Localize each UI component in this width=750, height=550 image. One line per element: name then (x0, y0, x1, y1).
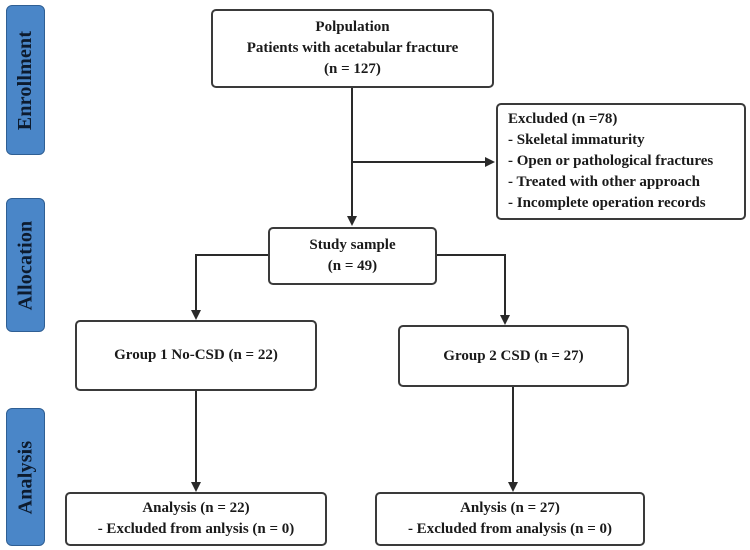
excluded-box: Excluded (n =78) - Skeletal immaturity -… (496, 103, 746, 220)
section-enrollment: Enrollment (6, 5, 45, 155)
analysis1-line2: - Excluded from anlysis (n = 0) (97, 521, 295, 537)
section-allocation: Allocation (6, 198, 45, 332)
analysis2-box: Anlysis (n = 27) - Excluded from analysi… (375, 492, 645, 546)
study-line2: (n = 49) (327, 258, 378, 274)
analysis1-box: Analysis (n = 22) - Excluded from anlysi… (65, 492, 327, 546)
study-sample-box: Study sample (n = 49) (268, 227, 437, 285)
group2-label: Group 2 CSD (n = 27) (443, 347, 584, 364)
excluded-title: Excluded (n =78) (508, 111, 618, 127)
group2-box: Group 2 CSD (n = 27) (398, 325, 629, 387)
population-line1: Polpulation (315, 19, 390, 35)
excluded-item: - Treated with other approach (508, 174, 700, 190)
group1-box: Group 1 No-CSD (n = 22) (75, 320, 317, 391)
population-line2: Patients with acetabular fracture (246, 40, 459, 56)
population-line3: (n = 127) (324, 61, 381, 77)
study-line1: Study sample (309, 237, 396, 253)
analysis1-line1: Analysis (n = 22) (142, 500, 250, 516)
arrow-study-to-group2 (437, 254, 510, 325)
excluded-item: - Open or pathological fractures (508, 153, 714, 169)
population-box: Polpulation Patients with acetabular fra… (211, 9, 494, 88)
arrow-study-to-group1 (191, 254, 268, 320)
analysis2-line1: Anlysis (n = 27) (460, 500, 560, 516)
section-analysis: Analysis (6, 408, 45, 546)
group1-label: Group 1 No-CSD (n = 22) (114, 347, 278, 363)
excluded-item: - Incomplete operation records (508, 195, 706, 211)
analysis2-line2: - Excluded from analysis (n = 0) (407, 521, 613, 537)
excluded-item: - Skeletal immaturity (508, 132, 645, 148)
